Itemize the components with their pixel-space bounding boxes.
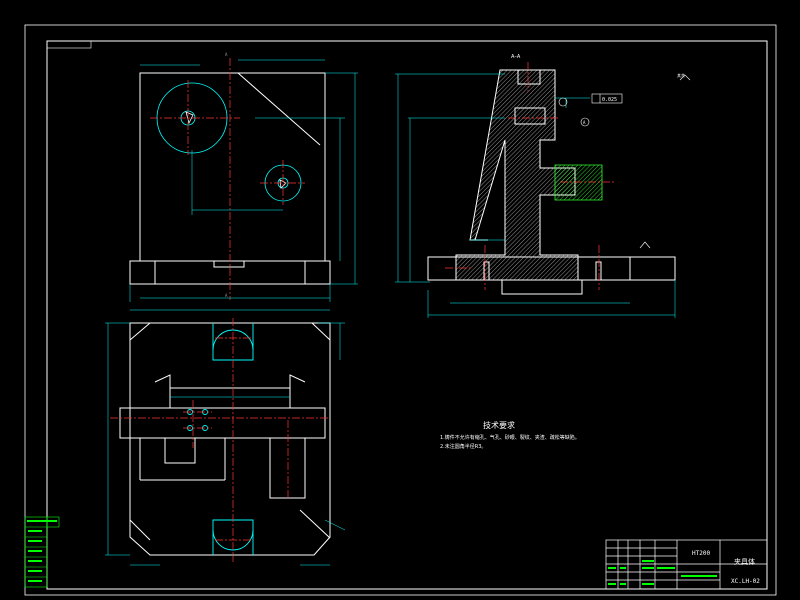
tech-req-item-1: 1.铸件不允许有缩孔、气孔、砂眼、裂纹、夹渣、疏松等缺陷。 [440,434,580,441]
section-body [455,69,579,281]
left-margin-table [24,516,60,588]
title-part-name: 夹具体 [734,557,755,566]
tech-req-heading: 技术要求 [483,420,515,430]
tolerance-frame: 0.025 A [558,93,623,127]
tech-req-item-2: 2.未注圆角半径R3。 [440,443,486,450]
cut-label-top: A [225,52,228,57]
front-view: A A [129,52,358,302]
left-margin-markings [27,520,57,582]
technical-requirements: 技术要求 1.铸件不允许有缩孔、气孔、砂眼、裂纹、夹渣、疏松等缺陷。 2.未注圆… [440,420,580,450]
drawing-frame [24,24,777,596]
tolerance-value: 0.025 [602,97,617,103]
title-material: HT200 [692,550,710,557]
section-view: A–A [395,54,691,318]
roughness-note: 其余 [677,72,685,78]
title-block: HT200 夹具体 XC.LH-02 [605,539,768,590]
cut-label-bottom: A [225,293,228,298]
section-label: A–A [511,54,521,60]
datum-letter: A [583,120,586,125]
top-view [105,309,346,566]
title-drawing-number: XC.LH-02 [731,578,760,585]
